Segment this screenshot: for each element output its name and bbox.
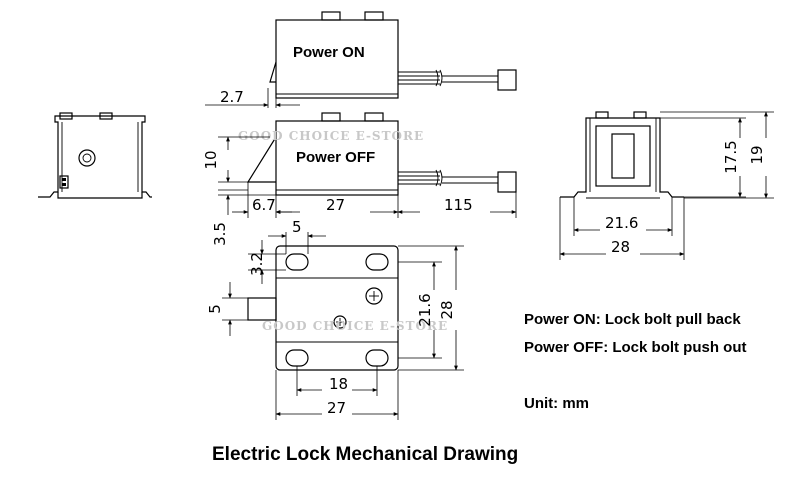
plan-view: GOOD CHOICE E-STORE 5 3.2 5 21.6 28 <box>206 218 464 420</box>
dim-body-height: 10 <box>202 150 220 169</box>
mount-hole <box>285 253 309 271</box>
dim-side-inner-h: 17.5 <box>722 140 740 173</box>
note-unit: Unit: mm <box>524 395 589 412</box>
note-power-off: Power OFF: Lock bolt push out <box>524 339 747 356</box>
power-on-label: Power ON <box>293 44 365 61</box>
dim-bolt-extend: 6.7 <box>252 196 276 214</box>
dim-hole-spacing: 18 <box>329 375 348 393</box>
dim-side-outer-w: 28 <box>611 238 630 256</box>
power-off-view: Power OFF GOOD CHOICE E-STORE 10 6.7 27 … <box>202 112 517 246</box>
notes: Power ON: Lock bolt pull back Power OFF:… <box>524 311 747 412</box>
dim-plate-outer: 28 <box>438 300 456 319</box>
mount-hole <box>285 349 309 367</box>
mount-hole <box>365 349 389 367</box>
dim-bolt-width: 5 <box>206 304 224 314</box>
dim-hole-pitch-y: 3.2 <box>248 252 266 276</box>
dim-bolt-height: 3.5 <box>211 222 229 246</box>
power-off-label: Power OFF <box>296 149 375 166</box>
dim-bolt-gap: 2.7 <box>220 88 244 106</box>
dim-plate-length: 27 <box>327 399 346 417</box>
mount-hole <box>365 253 389 271</box>
end-view <box>38 112 152 199</box>
dim-body-length: 27 <box>326 196 345 214</box>
dim-plate-inner: 21.6 <box>416 293 434 326</box>
power-on-view: Power ON 2.7 <box>205 11 517 108</box>
watermark: GOOD CHOICE E-STORE <box>262 319 448 333</box>
watermark: GOOD CHOICE E-STORE <box>238 129 424 143</box>
dim-wire-length: 115 <box>444 196 473 214</box>
lock-bolt <box>247 297 277 321</box>
screw-hole-icon <box>78 149 96 167</box>
front-view: 21.6 28 17.5 19 <box>559 111 774 260</box>
phillips-screw-icon <box>365 287 383 305</box>
dim-hole-pitch-x: 5 <box>292 218 302 236</box>
dim-side-outer-h: 19 <box>748 145 766 164</box>
phillips-screw-icon <box>333 315 347 329</box>
note-power-on: Power ON: Lock bolt pull back <box>524 311 741 328</box>
dim-side-inner-w: 21.6 <box>605 214 638 232</box>
drawing-title: Electric Lock Mechanical Drawing <box>212 444 518 465</box>
